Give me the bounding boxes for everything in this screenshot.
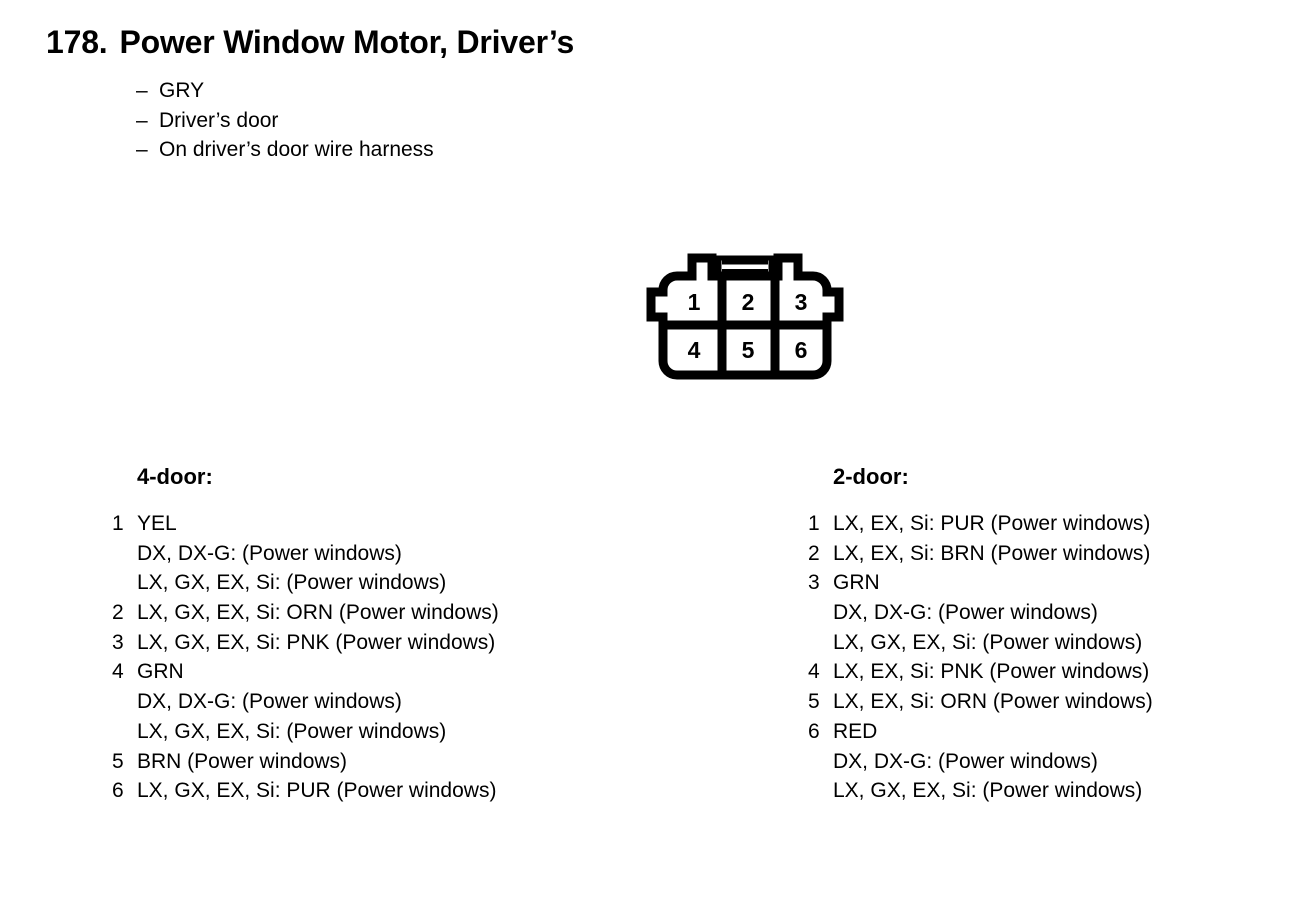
pin-row: LX, GX, EX, Si: (Power windows) xyxy=(808,628,1153,658)
pin-number: 2 xyxy=(112,601,124,625)
pin-row: 3 GRN xyxy=(808,568,1153,598)
connector-pin-4: 4 xyxy=(688,337,701,363)
pin-number: 6 xyxy=(112,779,124,803)
pin-label: LX, GX, EX, Si: (Power windows) xyxy=(137,719,447,743)
pin-row: DX, DX-G: (Power windows) xyxy=(112,539,499,569)
pin-list-heading: 4-door: xyxy=(137,464,213,489)
page-title: 178. Power Window Motor, Driver’s xyxy=(46,26,574,58)
pin-row: 2 LX, EX, Si: BRN (Power windows) xyxy=(808,539,1153,569)
pin-label: BRN (Power windows) xyxy=(137,749,348,773)
connector-outline xyxy=(646,253,844,380)
connector-dividers xyxy=(663,276,827,375)
pin-label: YEL xyxy=(137,512,177,535)
pin-label: LX, EX, Si: PNK (Power windows) xyxy=(833,660,1150,684)
descriptor-label: GRY xyxy=(159,79,205,102)
page-title-number: 178. xyxy=(46,24,108,60)
pin-number: 2 xyxy=(808,541,820,565)
pin-label: LX, EX, Si: ORN (Power windows) xyxy=(833,690,1153,714)
pin-row: 3 LX, GX, EX, Si: PNK (Power windows) xyxy=(112,628,499,658)
pin-number: 5 xyxy=(112,749,124,773)
connector-pin-6: 6 xyxy=(795,337,808,363)
descriptor-item-0: –GRY xyxy=(136,76,434,106)
pin-list-2-door: 2-door: 1 LX, EX, Si: PUR (Power windows)… xyxy=(808,466,1153,806)
dash-icon: – xyxy=(136,108,148,132)
pin-number: 4 xyxy=(112,660,124,684)
pin-label: DX, DX-G: (Power windows) xyxy=(137,690,402,714)
pin-row: 2 LX, GX, EX, Si: ORN (Power windows) xyxy=(112,598,499,628)
connector-pin-3: 3 xyxy=(795,289,808,315)
connector-pin-numbers: 1 2 3 4 5 6 xyxy=(688,289,808,363)
descriptor-list: –GRY –Driver’s door –On driver’s door wi… xyxy=(136,76,434,165)
descriptor-label: Driver’s door xyxy=(159,108,279,132)
pin-row: 4 LX, EX, Si: PNK (Power windows) xyxy=(808,657,1153,687)
pin-list-heading: 2-door: xyxy=(833,464,909,489)
connector-pin-2: 2 xyxy=(742,289,755,315)
connector-pin-5: 5 xyxy=(742,337,755,363)
pin-label: LX, GX, EX, Si: PUR (Power windows) xyxy=(137,779,497,803)
pin-number: 3 xyxy=(808,571,820,595)
pin-label: LX, EX, Si: BRN (Power windows) xyxy=(833,541,1151,565)
pin-row: 4 GRN xyxy=(112,657,499,687)
pin-row: DX, DX-G: (Power windows) xyxy=(112,687,499,717)
pin-label: LX, GX, EX, Si: PNK (Power windows) xyxy=(137,630,496,654)
dash-icon: – xyxy=(136,138,148,161)
connector-diagram: 1 2 3 4 5 6 xyxy=(630,244,870,399)
connector-top-ribs xyxy=(722,259,768,274)
connector-svg: 1 2 3 4 5 6 xyxy=(646,253,844,380)
pin-row: LX, GX, EX, Si: (Power windows) xyxy=(808,776,1153,806)
pin-row: 1 LX, EX, Si: PUR (Power windows) xyxy=(808,509,1153,539)
pin-label: GRN xyxy=(833,571,880,595)
descriptor-item-1: –Driver’s door xyxy=(136,106,434,136)
pin-number: 4 xyxy=(808,660,820,684)
pin-row: DX, DX-G: (Power windows) xyxy=(808,598,1153,628)
descriptor-item-2: –On driver’s door wire harness xyxy=(136,135,434,165)
pin-row: LX, GX, EX, Si: (Power windows) xyxy=(112,568,499,598)
pin-label: LX, GX, EX, Si: (Power windows) xyxy=(137,571,447,595)
pin-row: 1 YEL xyxy=(112,509,499,539)
pin-list-4-door: 4-door: 1 YEL DX, DX-G: (Power windows) L… xyxy=(112,466,499,806)
pin-row: DX, DX-G: (Power windows) xyxy=(808,747,1153,777)
pin-label: DX, DX-G: (Power windows) xyxy=(833,601,1098,625)
page-title-text: Power Window Motor, Driver’s xyxy=(119,24,575,60)
descriptor-label: On driver’s door wire harness xyxy=(159,138,434,161)
pin-label: LX, GX, EX, Si: (Power windows) xyxy=(833,779,1143,803)
pin-label: LX, GX, EX, Si: (Power windows) xyxy=(833,630,1143,654)
dash-icon: – xyxy=(136,79,148,102)
pin-label: DX, DX-G: (Power windows) xyxy=(137,541,402,565)
pin-label: LX, GX, EX, Si: ORN (Power windows) xyxy=(137,601,499,625)
pin-label: RED xyxy=(833,719,878,743)
connector-pin-1: 1 xyxy=(688,289,701,315)
pin-number: 6 xyxy=(808,719,820,743)
pin-number: 3 xyxy=(112,630,124,654)
pin-row: 6 RED xyxy=(808,717,1153,747)
pin-label: DX, DX-G: (Power windows) xyxy=(833,749,1098,773)
pin-label: GRN xyxy=(137,660,184,684)
pin-number: 5 xyxy=(808,690,820,714)
pin-row: 6 LX, GX, EX, Si: PUR (Power windows) xyxy=(112,776,499,806)
pin-number: 1 xyxy=(112,512,124,535)
pin-row: LX, GX, EX, Si: (Power windows) xyxy=(112,717,499,747)
pin-number: 1 xyxy=(808,512,820,535)
pin-row: 5 BRN (Power windows) xyxy=(112,747,499,777)
pin-row: 5 LX, EX, Si: ORN (Power windows) xyxy=(808,687,1153,717)
pin-label: LX, EX, Si: PUR (Power windows) xyxy=(833,512,1151,535)
